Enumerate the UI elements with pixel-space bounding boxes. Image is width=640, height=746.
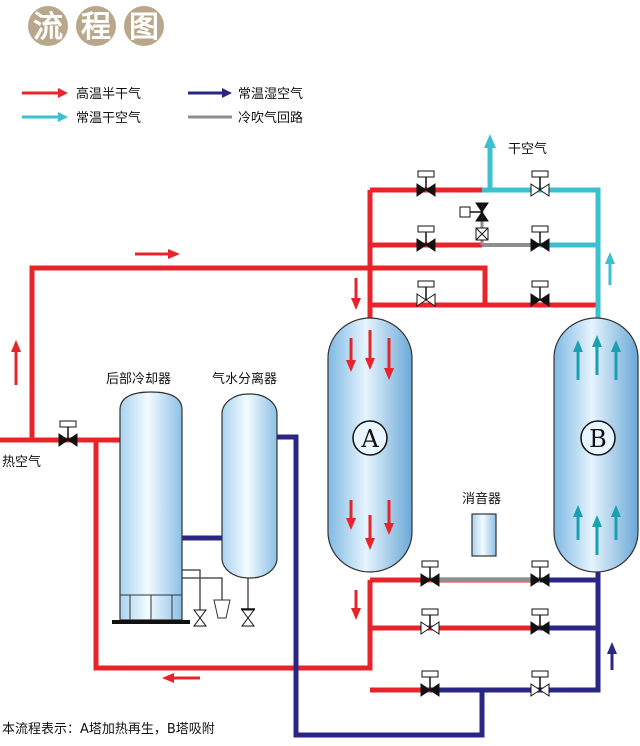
title-char-2: 程: [81, 10, 111, 45]
label-aftercooler: 后部冷却器: [106, 372, 171, 387]
legend: 高温半干气 常温湿空气 常温干空气 冷吹气回路: [22, 86, 303, 126]
arrow-a-down-5: [365, 515, 375, 550]
legend-label-hot-semi-dry: 高温半干气: [76, 86, 141, 102]
separator-body: [221, 393, 278, 579]
silencer-body: [471, 513, 497, 557]
valve-bottom-row-2-right[interactable]: [530, 608, 550, 635]
legend-label-purge-loop: 冷吹气回路: [238, 110, 303, 126]
title-circle-2: [76, 6, 116, 46]
arrow-b-up-1: [573, 340, 583, 380]
tower-a-label: A: [360, 425, 379, 453]
pipe-wet-to-separator: [262, 434, 485, 738]
pipe-bottom-row-3-navy: [430, 560, 601, 693]
arrow-left-bottom: [162, 673, 200, 683]
arrow-up-left: [11, 340, 21, 385]
valve-inlet[interactable]: [58, 420, 78, 447]
legend-arrow-navy: [222, 88, 232, 98]
title-circle-1: [28, 6, 68, 46]
tower-b-label: B: [589, 425, 607, 453]
valve-top-row-3-right[interactable]: [530, 280, 550, 307]
arrow-b-up-2: [592, 335, 602, 375]
valve-purge-control[interactable]: [459, 202, 489, 222]
drain-line-2: [182, 577, 223, 600]
valve-bottom-row-1-left[interactable]: [420, 560, 440, 587]
flow-arrows: [11, 134, 617, 683]
legend-item-ambient-wet: 常温湿空气: [188, 86, 303, 102]
arrow-up-dry-outlet: [484, 134, 496, 148]
pipe-top-row-1-cyan: [482, 187, 601, 330]
label-silencer: 消音器: [462, 491, 501, 507]
tower-a-badge: [352, 420, 388, 456]
valve-top-row-1-right[interactable]: [530, 170, 550, 197]
valve-top-row-2-right[interactable]: [530, 225, 550, 252]
valve-bottom-row-3-left[interactable]: [420, 670, 440, 697]
arrow-b-up-6: [611, 505, 621, 540]
pipe-red-bottom-loop: [93, 440, 373, 671]
valves[interactable]: [58, 170, 550, 697]
legend-item-purge-loop: 冷吹气回路: [188, 110, 303, 126]
tower-b-badge: [580, 420, 616, 456]
drain-line-1: [182, 569, 201, 610]
arrow-up-navy-right: [607, 642, 617, 670]
legend-label-ambient-wet: 常温湿空气: [238, 86, 303, 102]
valve-purge-check[interactable]: [475, 227, 489, 241]
valve-top-row-3-left[interactable]: [416, 280, 436, 307]
arrow-up-cyan-right: [605, 252, 615, 285]
label-dry-air: 干空气: [508, 141, 547, 157]
arrow-a-down-3: [384, 338, 394, 380]
title-circle-3: [124, 6, 164, 46]
tower-b-arrows: [573, 335, 621, 555]
drain-trap: [213, 599, 231, 619]
arrow-a-down-1: [346, 338, 356, 372]
arrow-a-down-2: [365, 330, 375, 370]
valve-bottom-row-3-right[interactable]: [530, 670, 550, 697]
water-separator: [213, 393, 278, 619]
arrow-b-up-4: [573, 505, 583, 540]
arrow-a-down-4: [346, 500, 356, 530]
arrow-a-down-6: [384, 500, 394, 535]
legend-item-ambient-dry: 常温干空气: [22, 110, 141, 126]
tower-a-arrows: [346, 330, 394, 550]
title-badge: 流 程 图: [28, 6, 164, 46]
caption: 本流程表示：A塔加热再生，B塔吸附: [2, 722, 215, 737]
pipe-outer-red-loop: [29, 265, 488, 440]
pipes: [0, 140, 601, 738]
tower-a: A: [327, 317, 413, 573]
valve-top-row-1-left[interactable]: [416, 170, 436, 197]
arrow-right-top: [135, 249, 180, 259]
valve-top-row-2-left[interactable]: [416, 225, 436, 252]
arrow-b-up-5: [592, 515, 602, 555]
aftercooler-body: [119, 391, 183, 621]
valve-drain-cooler[interactable]: [193, 609, 207, 627]
arrow-down-a-inlet: [351, 278, 361, 310]
legend-label-ambient-dry: 常温干空气: [76, 110, 141, 126]
title-char-3: 图: [129, 10, 159, 45]
title-char-1: 流: [33, 10, 63, 45]
valve-bottom-row-1-right[interactable]: [530, 560, 550, 587]
silencer: [471, 513, 497, 557]
arrow-b-up-3: [611, 340, 621, 380]
valve-bottom-row-2-left[interactable]: [420, 608, 440, 635]
label-separator: 气水分离器: [212, 371, 277, 387]
legend-item-hot-semi-dry: 高温半干气: [22, 86, 141, 102]
valve-drain-separator[interactable]: [241, 608, 255, 627]
labels: 干空气 热空气 后部冷却器 气水分离器 消音器 本流程表示：A塔加热再生，B塔吸…: [2, 141, 547, 737]
aftercooler: [112, 391, 190, 624]
legend-arrow-red: [58, 88, 68, 98]
label-hot-air: 热空气: [2, 454, 41, 470]
arrow-down-a-outlet: [351, 590, 361, 620]
legend-arrow-cyan: [58, 112, 68, 122]
